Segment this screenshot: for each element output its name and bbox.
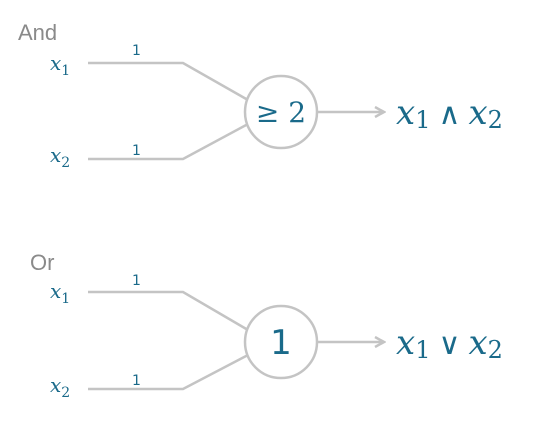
- or-input-2-weight: 1: [132, 373, 141, 389]
- or-input-2-label: x2: [50, 373, 70, 401]
- or-output-expression: x1∨x2: [396, 323, 503, 364]
- or-input-1-label: x1: [50, 279, 70, 307]
- and-input-1-wire: [88, 61, 249, 102]
- and-input-1-weight: 1: [132, 43, 141, 59]
- and-input-2: x2 1: [50, 122, 249, 171]
- or-input-1: x1 1: [50, 273, 249, 332]
- and-input-1: x1 1: [50, 43, 249, 102]
- or-input-2: x2 1: [50, 353, 249, 401]
- and-input-2-weight: 1: [132, 143, 141, 159]
- or-threshold-node: [243, 304, 319, 380]
- or-threshold-label: 1: [270, 323, 292, 363]
- and-threshold-node: [243, 74, 319, 150]
- and-threshold-label: ≥ 2: [256, 96, 306, 129]
- or-gate: Or x1 1 x2 1 1 x1∨x2: [30, 250, 503, 401]
- and-gate: And x1 1 x2 1 ≥ 2 x1∧x2: [18, 20, 503, 171]
- and-input-2-wire: [88, 122, 249, 161]
- and-input-2-label: x2: [50, 143, 70, 171]
- or-input-1-wire: [88, 290, 249, 332]
- and-input-1-label: x1: [50, 51, 70, 79]
- or-gate-title: Or: [30, 250, 54, 275]
- or-input-2-wire: [88, 353, 249, 391]
- or-input-1-weight: 1: [132, 273, 141, 289]
- and-gate-title: And: [18, 20, 57, 45]
- and-output-expression: x1∧x2: [396, 93, 503, 134]
